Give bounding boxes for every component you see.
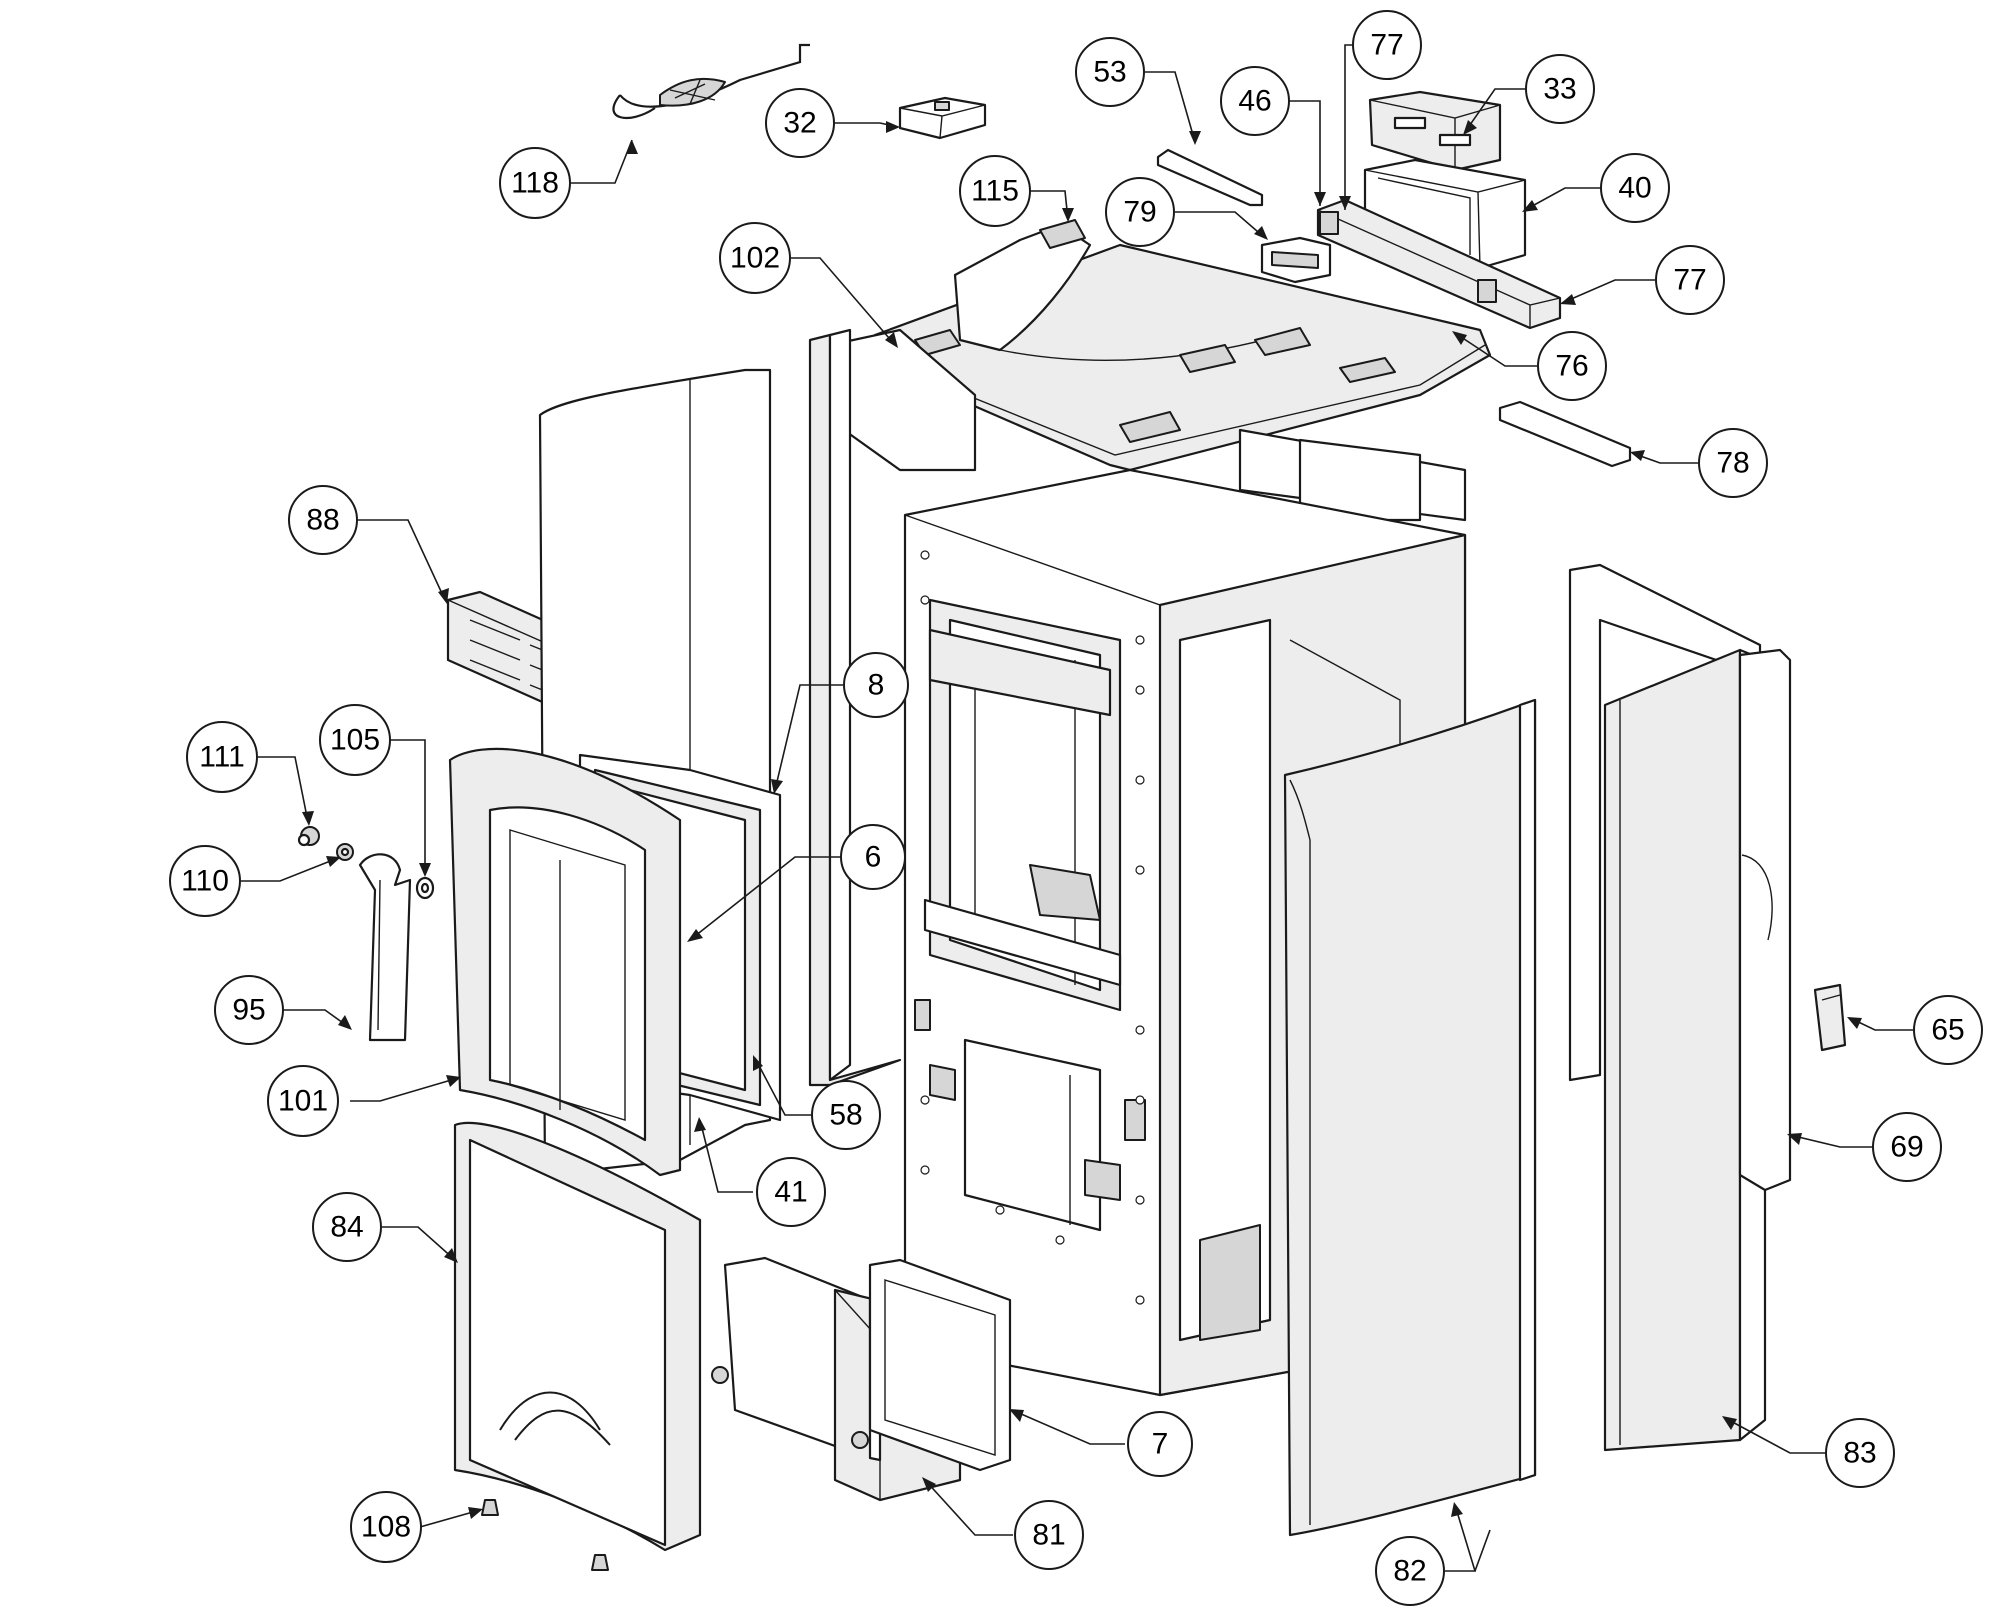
callout-8: 8 <box>843 652 909 718</box>
callout-81: 81 <box>1014 1500 1084 1570</box>
callout-83: 83 <box>1825 1418 1895 1488</box>
callout-label-84: 84 <box>330 1211 363 1244</box>
callout-65: 65 <box>1913 995 1983 1065</box>
callout-33: 33 <box>1525 54 1595 124</box>
part-78-bracket <box>1498 400 1632 468</box>
callout-label-110: 110 <box>181 865 229 898</box>
callout-82: 82 <box>1375 1536 1445 1606</box>
callout-111: 111 <box>186 721 258 793</box>
callout-108: 108 <box>350 1491 422 1563</box>
part-95-handle <box>358 853 412 1042</box>
callout-label-111: 111 <box>199 741 245 774</box>
callout-label-102: 102 <box>730 242 780 275</box>
part-65-plate <box>1813 983 1847 1052</box>
callout-label-8: 8 <box>868 669 885 702</box>
callout-84: 84 <box>312 1192 382 1262</box>
leader-lines <box>241 44 1913 1572</box>
callout-label-76: 76 <box>1555 350 1588 383</box>
part-105-washer <box>415 876 435 900</box>
part-69-back-panel <box>1738 648 1792 1192</box>
callout-label-46: 46 <box>1238 85 1271 118</box>
part-108-screws <box>481 1499 609 1571</box>
callout-label-40: 40 <box>1618 172 1651 205</box>
part-83-side-panel <box>1568 563 1767 1452</box>
callout-118: 118 <box>499 147 571 219</box>
callout-label-69: 69 <box>1890 1131 1923 1164</box>
callout-label-77-top: 77 <box>1370 29 1403 62</box>
callout-76: 76 <box>1537 331 1607 401</box>
part-32-switch-box <box>898 96 987 140</box>
callout-77-right: 77 <box>1655 245 1725 315</box>
callout-label-33: 33 <box>1543 73 1576 106</box>
callout-32: 32 <box>765 88 835 158</box>
callout-58: 58 <box>811 1080 881 1150</box>
callout-40: 40 <box>1600 153 1670 223</box>
callout-label-32: 32 <box>783 107 816 140</box>
part-102-top-cover <box>873 219 1492 472</box>
callout-101: 101 <box>267 1065 339 1137</box>
callout-105: 105 <box>319 704 391 776</box>
callout-label-108: 108 <box>361 1511 411 1544</box>
part-110-nut <box>336 843 354 861</box>
callout-label-105: 105 <box>330 724 380 757</box>
callout-label-81: 81 <box>1032 1519 1065 1552</box>
part-8-side-panel <box>808 328 902 1087</box>
callout-label-58: 58 <box>829 1099 862 1132</box>
callout-69: 69 <box>1872 1112 1942 1182</box>
callout-78: 78 <box>1698 428 1768 498</box>
part-84-front-panel <box>453 1121 702 1552</box>
callout-label-65: 65 <box>1931 1014 1964 1047</box>
callout-79: 79 <box>1105 177 1175 247</box>
callout-110: 110 <box>169 845 241 917</box>
part-118-spring <box>612 43 810 120</box>
callout-88: 88 <box>288 485 358 555</box>
part-7-gasket <box>868 1258 1012 1472</box>
part-53-bracket <box>1156 148 1264 207</box>
callout-label-79: 79 <box>1123 196 1156 229</box>
callout-115: 115 <box>959 155 1031 227</box>
callout-46: 46 <box>1220 66 1290 136</box>
callout-41: 41 <box>756 1157 826 1227</box>
callout-label-53: 53 <box>1093 56 1126 89</box>
callout-label-88: 88 <box>306 504 339 537</box>
part-rear-frame <box>828 328 1467 522</box>
callout-label-41: 41 <box>774 1176 807 1209</box>
part-111-knob <box>297 826 320 847</box>
callout-label-95: 95 <box>232 994 265 1027</box>
callout-7: 7 <box>1127 1411 1193 1477</box>
callout-label-115: 115 <box>971 175 1019 208</box>
callout-6: 6 <box>840 824 906 890</box>
callout-label-77-right: 77 <box>1673 264 1706 297</box>
callout-label-7: 7 <box>1152 1428 1169 1461</box>
callout-bubbles: 118 32 53 46 77 33 115 79 40 102 77 76 7… <box>169 10 1983 1606</box>
callout-label-82: 82 <box>1393 1555 1426 1588</box>
part-77-46-rail <box>1316 198 1562 330</box>
callout-77-top: 77 <box>1352 10 1422 80</box>
callout-label-78: 78 <box>1716 447 1749 480</box>
callout-102: 102 <box>719 222 791 294</box>
callout-95: 95 <box>214 975 284 1045</box>
part-82-side-panel <box>1283 698 1537 1537</box>
callout-label-118: 118 <box>511 167 559 200</box>
callout-53: 53 <box>1075 37 1145 107</box>
callout-label-6: 6 <box>865 841 882 874</box>
callout-label-83: 83 <box>1843 1437 1876 1470</box>
part-101-door-frame <box>448 747 682 1177</box>
part-33-tray <box>1368 90 1502 172</box>
callout-label-101: 101 <box>278 1085 328 1118</box>
